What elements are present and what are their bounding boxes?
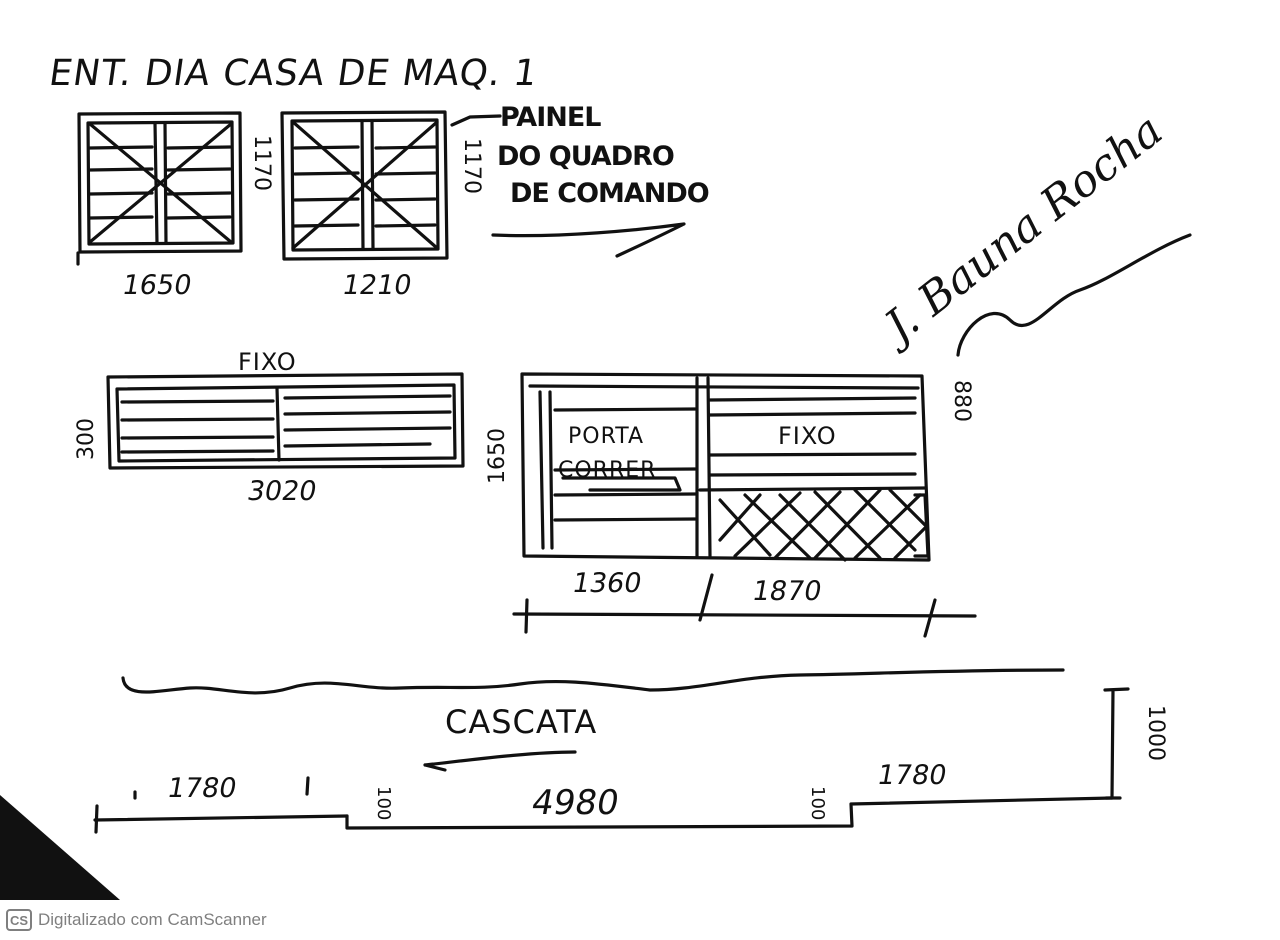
cascade-dim-height: 1000 [1143, 705, 1168, 761]
camscanner-watermark-text: Digitalizado com CamScanner [38, 910, 267, 929]
cascade-dim-left: 1780 [164, 773, 240, 804]
cascade-dim-step-left: 100 [373, 786, 394, 821]
window-2-width: 1210 [339, 270, 415, 301]
door-width-right: 1870 [749, 576, 825, 607]
panel-note-line-3: DE COMANDO [510, 178, 710, 209]
door-right-height: 880 [949, 380, 974, 422]
fixed-window-width: 3020 [244, 476, 320, 507]
fixed-window-height: 300 [74, 418, 99, 460]
panel-note-line-2: DO QUADRO [497, 141, 675, 172]
panel-underline [491, 222, 686, 258]
cascade-label: CASCATA [445, 703, 598, 741]
cascade-dim-center: 4980 [528, 783, 623, 823]
window-2-height: 1170 [459, 138, 484, 194]
water-wave-line [121, 668, 1065, 695]
scan-corner-shadow [0, 795, 120, 900]
door-label-1: PORTA [568, 424, 645, 449]
door-fixed-label: FIXO [778, 422, 837, 450]
door-label-2: CORRER [558, 458, 657, 483]
window-2-frame [280, 110, 449, 261]
sketch-drawing [76, 110, 1192, 834]
door-dimension-line [512, 573, 977, 638]
cascade-profile [93, 687, 1130, 834]
panel-leader-line [450, 114, 502, 127]
door-left-height: 1650 [485, 428, 510, 484]
window-1-frame [76, 111, 243, 266]
panel-note-line-1: PAINEL [500, 102, 601, 133]
cascade-dim-right: 1780 [874, 760, 950, 791]
door-width-left: 1360 [569, 568, 645, 599]
cascade-underline [423, 750, 577, 772]
window-1-width: 1650 [119, 270, 195, 301]
signature-stroke [956, 233, 1192, 357]
fixed-window-label: FIXO [238, 348, 297, 376]
scanner-footer: CS Digitalizado com CamScanner [0, 900, 1280, 940]
window-1-height: 1170 [249, 135, 274, 191]
cascade-dim-step-right: 100 [807, 786, 828, 821]
sheet-title: ENT. DIA CASA DE MAQ. 1 [46, 53, 541, 94]
door-panel-frame [520, 372, 931, 562]
camscanner-logo-icon: CS [6, 909, 32, 931]
fixed-window-frame [106, 372, 465, 470]
